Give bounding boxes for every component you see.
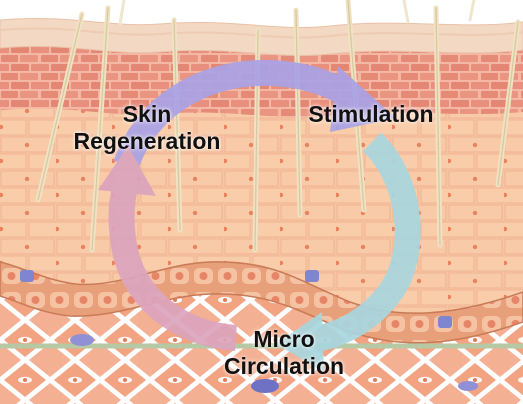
label-stimulation: Stimulation xyxy=(296,101,446,128)
label-micro-line2: Circulation xyxy=(214,353,354,380)
label-micro-circulation: Micro Circulation xyxy=(214,326,354,380)
label-skin-line2: Regeneration xyxy=(58,128,236,155)
label-skin-line1: Skin xyxy=(58,101,236,128)
label-skin-regeneration: Skin Regeneration xyxy=(58,101,236,155)
label-micro-line1: Micro xyxy=(214,326,354,353)
label-stimulation-text: Stimulation xyxy=(296,101,446,128)
